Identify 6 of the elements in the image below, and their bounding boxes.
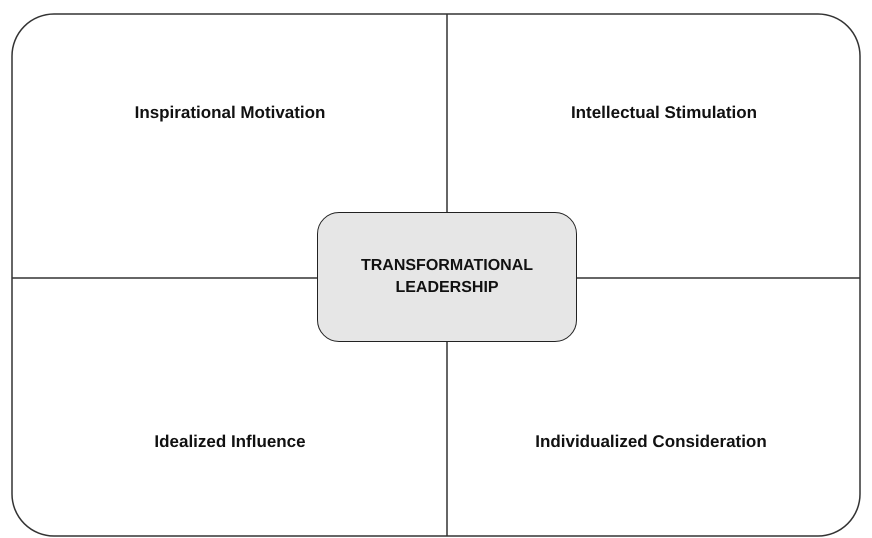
quadrant-label: Intellectual Stimulation	[570, 103, 758, 123]
center-box	[317, 212, 577, 342]
quadrant-label: Inspirational Motivation	[134, 103, 326, 123]
center-title: TRANSFORMATIONAL LEADERSHIP	[360, 256, 534, 298]
quadrant-label: Idealized Influence	[154, 432, 306, 452]
quadrant-label: Individualized Consideration	[535, 432, 767, 452]
